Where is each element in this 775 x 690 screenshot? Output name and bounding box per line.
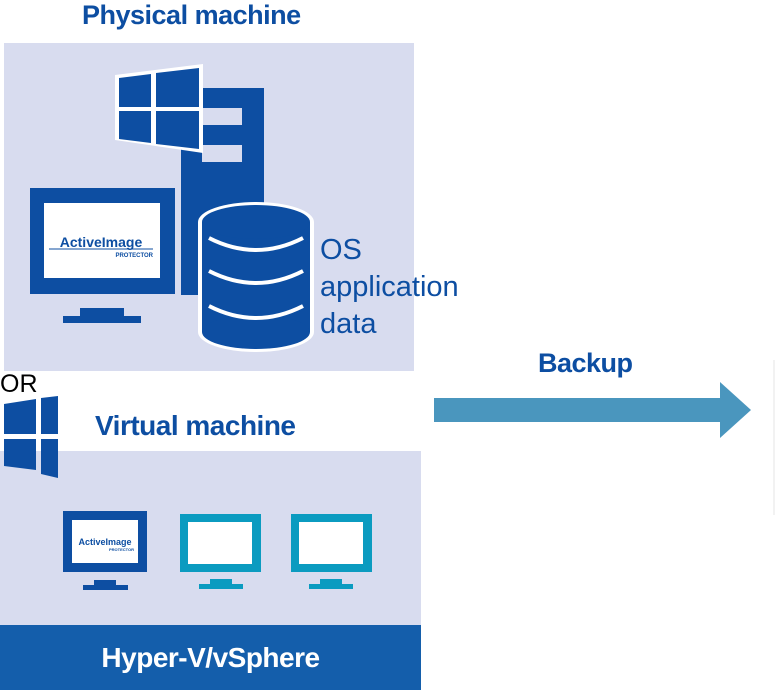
svg-text:ActiveImage: ActiveImage (78, 537, 131, 547)
vm-monitor-activeimage-icon: ActiveImage PROTECTOR (63, 511, 147, 590)
vm-monitor-icon (291, 514, 372, 589)
backup-label: Backup (538, 348, 633, 378)
vm-monitor-icon (180, 514, 261, 589)
content-data: data (320, 308, 377, 340)
virtual-machine-title: Virtual machine (95, 410, 296, 441)
svg-text:PROTECTOR: PROTECTOR (109, 547, 134, 552)
windows-logo-small-icon (4, 396, 58, 478)
backup-contents: OS application data (320, 232, 459, 343)
windows-logo-icon (115, 64, 203, 153)
svg-text:ActiveImage: ActiveImage (60, 234, 143, 250)
database-icon (198, 202, 314, 352)
content-os: OS (320, 234, 362, 266)
monitor-icon (30, 188, 175, 323)
hypervisor-bar: Hyper-V/vSphere (0, 625, 421, 690)
activeimage-logo: ActiveImage PROTECTOR (49, 234, 154, 259)
svg-text:PROTECTOR: PROTECTOR (115, 253, 153, 259)
content-application: application (320, 271, 459, 303)
or-label: OR (0, 370, 38, 398)
backup-arrow-icon (434, 382, 751, 438)
physical-machine-title: Physical machine (82, 0, 301, 30)
